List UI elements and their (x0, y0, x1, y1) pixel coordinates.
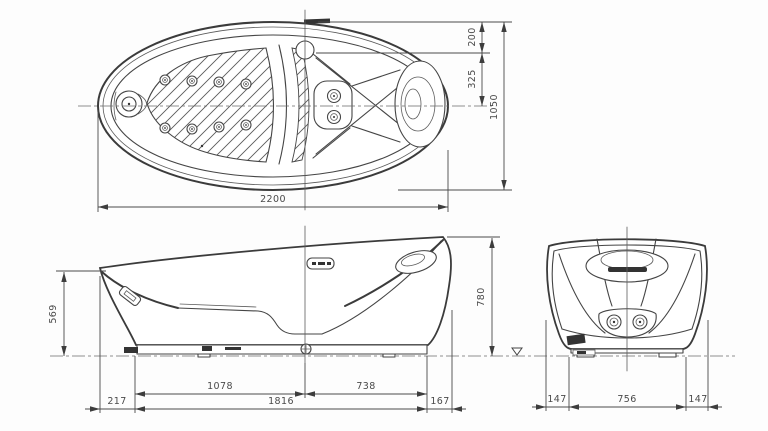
headrest-pillow (395, 250, 437, 274)
plan-view (78, 9, 492, 211)
jet-icon (240, 78, 252, 90)
headrest (394, 60, 446, 148)
jet-icon (186, 75, 198, 87)
jet-icon (213, 121, 225, 133)
dim-base-front-label: 1078 (207, 381, 233, 392)
dim-end-base-width-label: 756 (617, 394, 636, 405)
dim-rear-overhang-label: 167 (430, 396, 449, 407)
base-rail (136, 344, 428, 355)
dimension-arrows (61, 22, 718, 412)
front-foot (124, 347, 138, 353)
jet-icon (326, 109, 342, 125)
jet-icon (632, 314, 648, 330)
tub-floor-hatched (146, 47, 274, 163)
dimension-labels: 2200 1050 200 325 569 780 1078 738 217 1… (48, 27, 707, 407)
water-jets (159, 74, 252, 148)
headrest-slot (608, 267, 647, 272)
jet-icon (159, 74, 171, 86)
backrest-contours (312, 53, 425, 159)
brand-logo (306, 257, 335, 270)
neck-jets-panel (313, 80, 353, 130)
dim-base-rear-label: 738 (356, 381, 375, 392)
end-view (546, 226, 708, 372)
pump-fitting (202, 346, 212, 351)
foot (658, 352, 677, 358)
foot (197, 353, 211, 358)
dim-front-overhang-label: 217 (107, 396, 126, 407)
jet-icon (326, 88, 342, 104)
overflow-fitting (566, 333, 586, 346)
jet-icon (240, 119, 252, 131)
dimension-lines (56, 21, 722, 413)
foot (382, 353, 396, 358)
dim-end-left-overhang-label: 147 (547, 394, 566, 405)
seat-edge-line (179, 303, 257, 308)
rim-control-mark (303, 18, 331, 24)
side-outline (98, 236, 452, 346)
jet-icon (159, 122, 171, 134)
dim-front-height-label: 569 (48, 304, 59, 323)
dim-rim-to-pillow-label: 200 (467, 27, 478, 46)
dim-base-length-label: 1816 (268, 396, 294, 407)
jet-icon (186, 123, 198, 135)
seat-band (278, 44, 288, 165)
dim-plan-width-label: 1050 (489, 94, 500, 120)
dim-pillow-to-center-label: 325 (467, 69, 478, 88)
side-jet-fitting (118, 285, 142, 307)
tub-bottom-profile (177, 307, 323, 335)
neck-jets-front (598, 308, 657, 338)
rail-fitting (225, 347, 241, 350)
drain-outlet-icon (300, 343, 312, 355)
jet-icon (213, 76, 225, 88)
drain-dot (200, 144, 204, 148)
side-view (98, 225, 452, 364)
dim-end-right-overhang-label: 147 (688, 394, 707, 405)
end-corner-contours (558, 253, 696, 334)
jet-icon (606, 314, 622, 330)
rear-rim-edge (344, 239, 444, 307)
drain-icon (113, 90, 147, 121)
level-marker-icon (511, 347, 523, 356)
dim-plan-length-label: 2200 (260, 194, 286, 205)
dim-overall-height-label: 780 (476, 287, 487, 306)
drain-pipe-icon (572, 349, 596, 356)
